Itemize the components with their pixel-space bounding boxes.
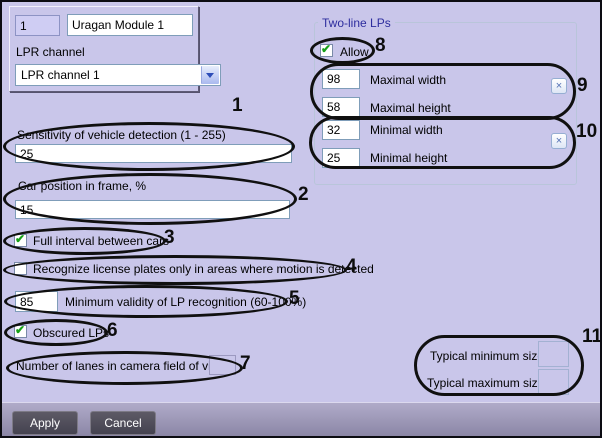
maximal-height-label: Maximal height bbox=[370, 101, 451, 115]
maximal-width-label: Maximal width bbox=[370, 73, 447, 87]
two-line-lps-title: Two-line LPs bbox=[318, 16, 395, 30]
obscured-lps-checkbox[interactable]: ✔ bbox=[14, 323, 27, 338]
typical-maximum-size-field[interactable] bbox=[538, 369, 569, 395]
min-validity-field[interactable] bbox=[15, 291, 58, 312]
motion-only-label: Recognize license plates only in areas w… bbox=[33, 262, 374, 276]
car-position-field[interactable] bbox=[15, 200, 290, 219]
obscured-lps-label: Obscured LPs bbox=[33, 326, 110, 340]
annotation-number-7: 7 bbox=[240, 353, 251, 374]
lpr-channel-select[interactable]: LPR channel 1 bbox=[15, 64, 221, 86]
chevron-down-icon[interactable] bbox=[201, 66, 219, 84]
annotation-number-6: 6 bbox=[107, 320, 118, 341]
annotation-number-1: 1 bbox=[232, 95, 243, 116]
clear-maximal-size-button[interactable]: × bbox=[551, 78, 567, 94]
motion-only-checkbox[interactable]: ✔ bbox=[14, 262, 27, 275]
annotation-number-9: 9 bbox=[577, 75, 588, 96]
x-icon: × bbox=[555, 79, 563, 92]
minimal-height-label: Minimal height bbox=[370, 151, 448, 165]
cancel-button[interactable]: Cancel bbox=[90, 411, 156, 435]
maximal-height-field[interactable] bbox=[322, 97, 360, 117]
full-interval-checkbox[interactable]: ✔ bbox=[14, 232, 27, 247]
x-icon: × bbox=[555, 134, 563, 147]
two-line-lps-group bbox=[314, 22, 577, 185]
apply-button[interactable]: Apply bbox=[12, 411, 78, 435]
min-validity-label: Minimum validity of LP recognition (60-1… bbox=[65, 295, 307, 309]
annotation-number-4: 4 bbox=[346, 256, 357, 277]
sensitivity-field[interactable] bbox=[15, 144, 292, 163]
module-id-field[interactable] bbox=[15, 15, 60, 36]
maximal-width-field[interactable] bbox=[322, 69, 360, 89]
annotation-number-3: 3 bbox=[164, 227, 175, 248]
annotation-number-11: 11 bbox=[582, 326, 602, 347]
module-panel bbox=[9, 6, 199, 92]
annotation-number-5: 5 bbox=[289, 288, 300, 309]
check-icon: ✔ bbox=[321, 42, 332, 56]
lanes-field[interactable] bbox=[209, 355, 236, 375]
allow-checkbox[interactable]: ✔ bbox=[320, 42, 333, 57]
minimal-height-field[interactable] bbox=[322, 148, 360, 168]
check-icon: ✔ bbox=[15, 323, 26, 337]
lanes-label: Number of lanes in camera field of view bbox=[16, 359, 227, 373]
lpr-channel-value: LPR channel 1 bbox=[21, 68, 100, 82]
typical-maximum-size-label: Typical maximum size bbox=[427, 376, 545, 390]
annotation-number-10: 10 bbox=[576, 121, 598, 142]
module-name-field[interactable] bbox=[67, 14, 193, 36]
sensitivity-label: Sensitivity of vehicle detection (1 - 25… bbox=[17, 128, 226, 142]
check-icon: ✔ bbox=[15, 232, 26, 246]
typical-minimum-size-label: Typical minimum size bbox=[430, 349, 545, 363]
annotation-number-2: 2 bbox=[298, 184, 309, 205]
typical-minimum-size-field[interactable] bbox=[538, 341, 569, 367]
lpr-channel-label: LPR channel bbox=[16, 45, 85, 59]
full-interval-label: Full interval between cars bbox=[33, 234, 170, 248]
minimal-width-label: Minimal width bbox=[370, 123, 443, 137]
clear-minimal-size-button[interactable]: × bbox=[551, 133, 567, 149]
car-position-label: Car position in frame, % bbox=[18, 179, 147, 193]
minimal-width-field[interactable] bbox=[322, 120, 360, 140]
annotation-number-8: 8 bbox=[375, 35, 386, 56]
allow-label: Allow bbox=[340, 45, 369, 59]
